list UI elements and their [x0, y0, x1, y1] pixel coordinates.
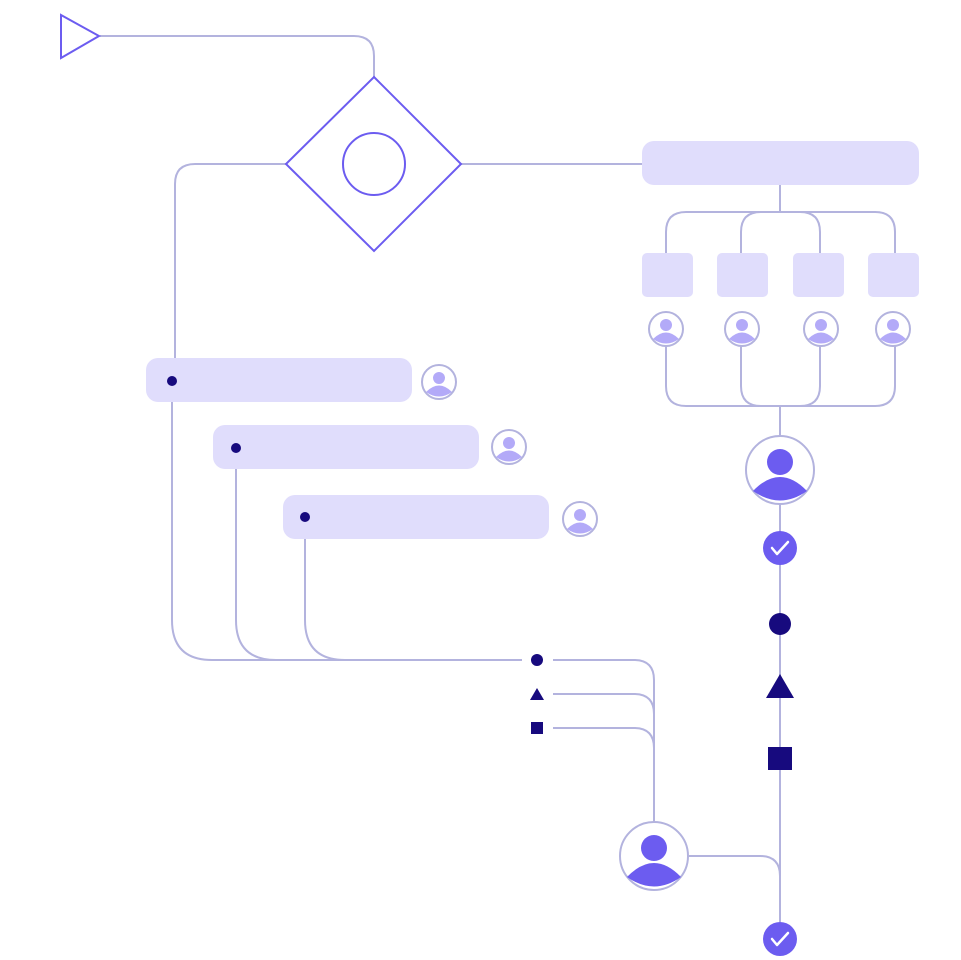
triangle-marker-icon [530, 688, 544, 700]
triangle-marker-icon [766, 674, 794, 698]
branch-block[interactable] [717, 253, 768, 297]
connector-task-3 [304, 517, 522, 661]
task-bar-dot [300, 512, 310, 522]
connector-task-2 [235, 448, 522, 661]
square-marker-icon [768, 747, 792, 770]
user-avatar-icon[interactable] [724, 311, 760, 347]
gateway-diamond-icon [284, 75, 463, 253]
user-avatar-large-icon[interactable] [745, 435, 815, 505]
branch-block[interactable] [642, 253, 693, 297]
branch-block[interactable] [868, 253, 919, 297]
top-task-bar[interactable] [642, 141, 919, 185]
connector-branch-4 [780, 211, 896, 253]
user-avatar-icon[interactable] [421, 364, 457, 400]
task-bar[interactable] [213, 425, 479, 469]
branch-blocks [642, 253, 919, 297]
connector-branch-3 [780, 211, 821, 253]
connector-start-to-gateway [100, 35, 375, 77]
task-bars [146, 358, 598, 539]
connector-merge-4 [780, 346, 896, 407]
connector-bottom-avatar-to-check [689, 855, 781, 877]
user-avatar-large-icon[interactable] [619, 821, 689, 891]
merge-markers [530, 654, 544, 734]
branch-block[interactable] [793, 253, 844, 297]
check-icon[interactable] [763, 531, 797, 565]
connector-merge-1 [665, 346, 780, 407]
connector-branch-2 [740, 211, 780, 253]
task-bar[interactable] [146, 358, 412, 402]
gateway-node[interactable] [284, 75, 463, 253]
user-avatar-icon[interactable] [562, 501, 598, 537]
connector-marker-square [553, 727, 655, 749]
connector-branch-1 [665, 211, 780, 253]
connector-marker-circle [553, 659, 655, 822]
connectors [100, 35, 896, 922]
check-icon[interactable] [763, 922, 797, 956]
circle-marker-icon [769, 613, 791, 635]
task-bar-dot [167, 376, 177, 386]
connector-merge-3 [780, 346, 821, 407]
branch-avatars [648, 311, 911, 347]
right-column [745, 435, 815, 956]
user-avatar-icon[interactable] [803, 311, 839, 347]
task-bar-dot [231, 443, 241, 453]
user-avatar-icon[interactable] [648, 311, 684, 347]
start-event-icon[interactable] [60, 13, 102, 60]
gateway-circle-icon [342, 132, 406, 196]
connector-gateway-to-tasks [174, 163, 286, 360]
connector-task-1 [171, 381, 522, 661]
user-avatar-icon[interactable] [491, 429, 527, 465]
task-bar[interactable] [283, 495, 549, 539]
circle-marker-icon [531, 654, 543, 666]
connector-merge-2 [740, 346, 780, 407]
connector-marker-triangle [553, 693, 655, 715]
square-marker-icon [531, 722, 543, 734]
user-avatar-icon[interactable] [875, 311, 911, 347]
